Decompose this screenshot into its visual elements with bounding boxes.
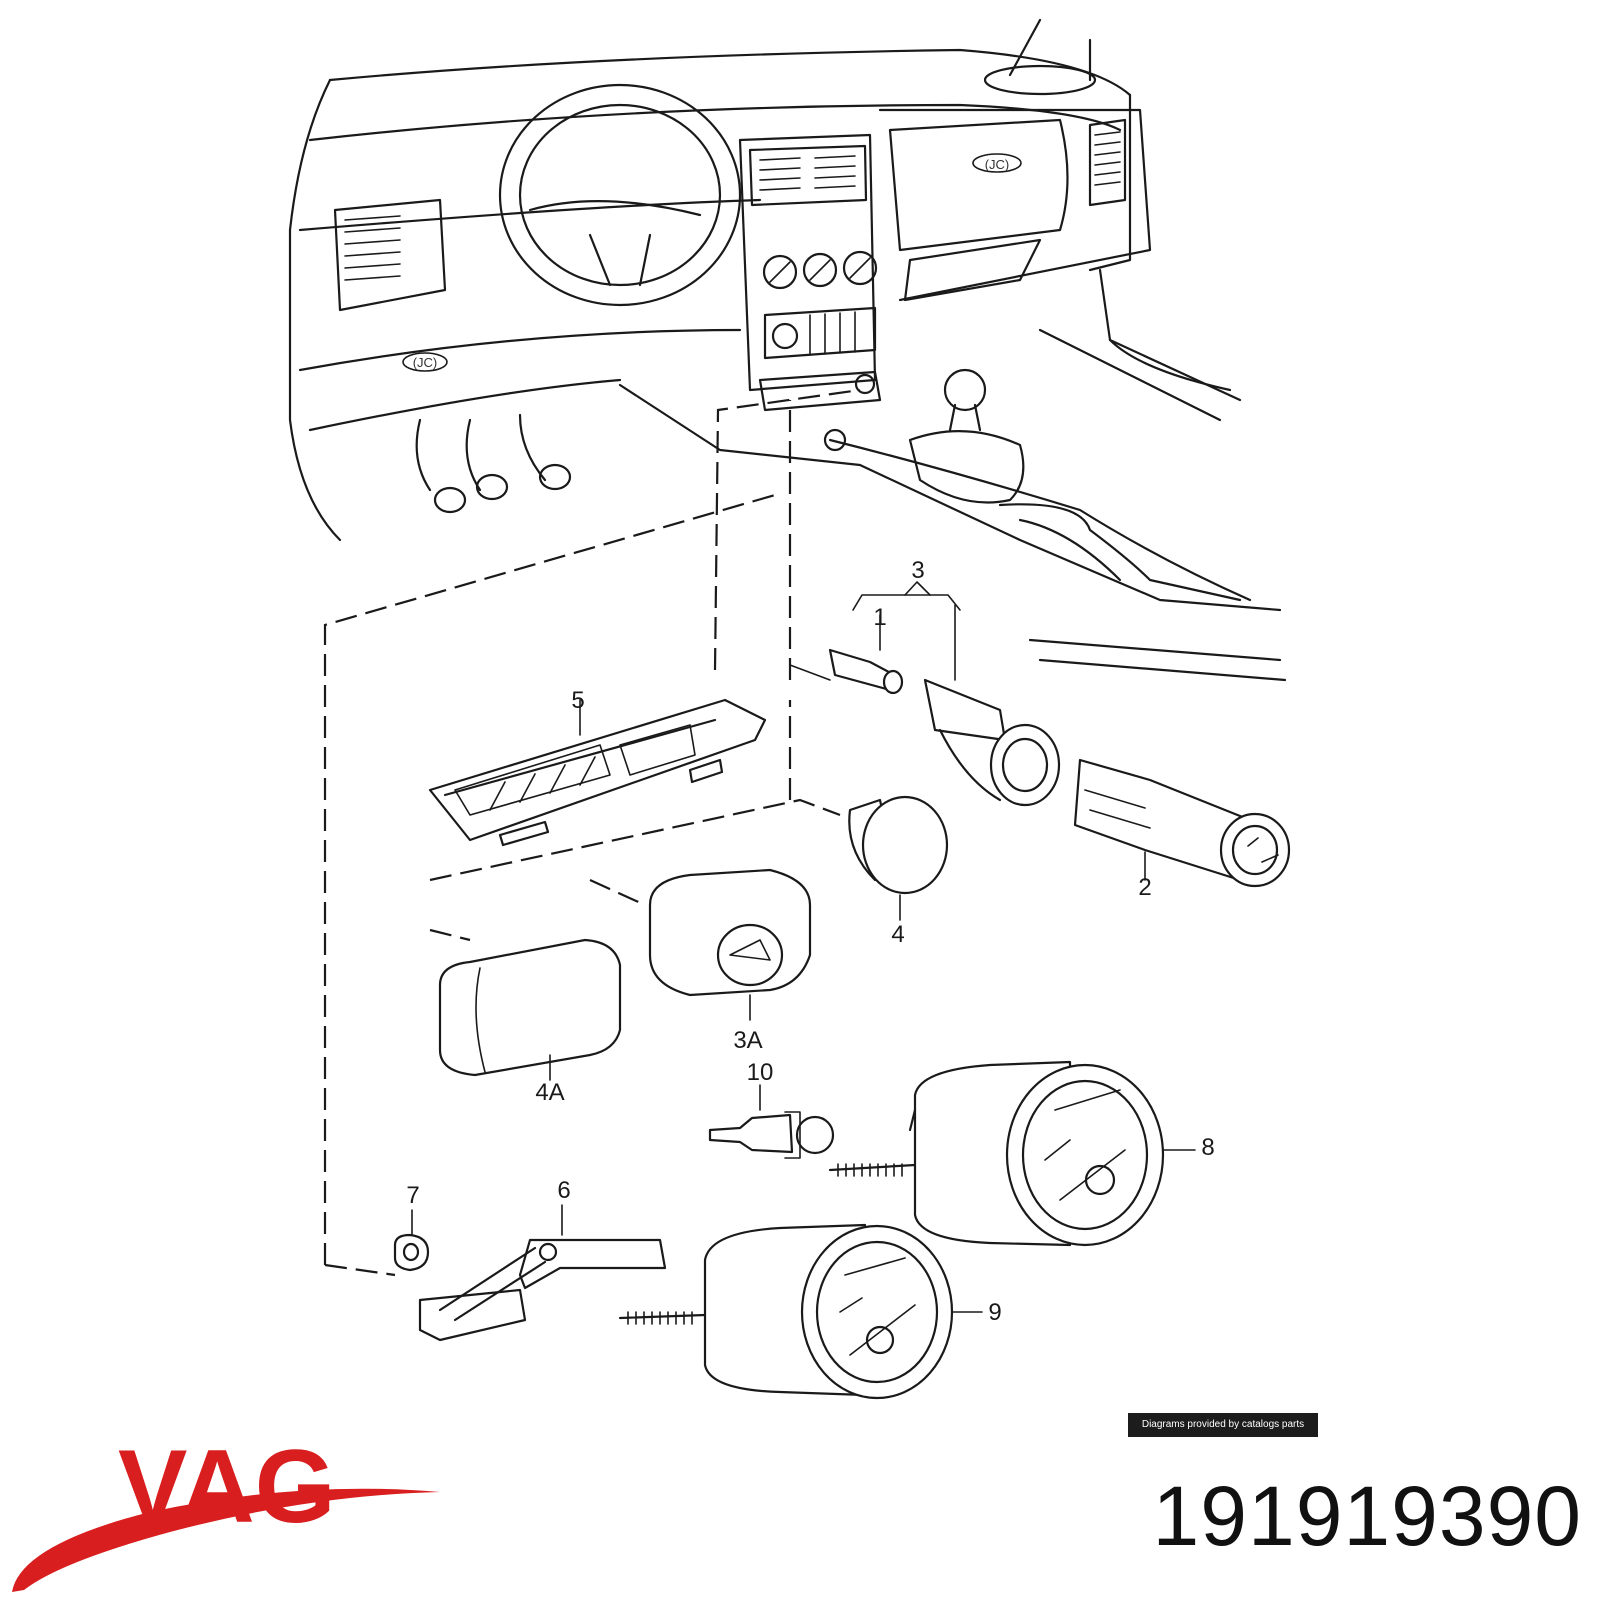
logo-text: VAG <box>118 1440 336 1545</box>
part-number: 191919390 <box>1152 1469 1582 1563</box>
callout-labels: 1 2 3 3A 4 4A 5 6 7 8 9 10 <box>406 557 1214 1326</box>
glovebox-tag: (JC) <box>985 157 1010 172</box>
vag-logo: VAG <box>12 1440 440 1592</box>
part-housing-3a <box>648 868 812 1021</box>
callout-9: 9 <box>988 1299 1001 1326</box>
dashboard-drawing: (JC) (JC) <box>288 18 1287 682</box>
callout-3: 3 <box>911 557 924 584</box>
callout-8: 8 <box>1201 1134 1214 1161</box>
logo-swoosh <box>12 1488 440 1592</box>
credit-badge: Diagrams provided by catalogs parts <box>1128 1413 1318 1437</box>
callout-5: 5 <box>571 687 584 714</box>
dash-tag: (JC) <box>413 355 438 370</box>
callout-7: 7 <box>406 1182 419 1209</box>
part-cap <box>848 795 949 921</box>
part-socket <box>1073 758 1291 888</box>
part-gauge-lower <box>618 1223 983 1400</box>
callout-3a: 3A <box>733 1027 762 1054</box>
callout-6: 6 <box>557 1177 570 1204</box>
part-bracket <box>393 1204 667 1342</box>
callout-4a: 4A <box>535 1079 564 1106</box>
callout-10: 10 <box>747 1059 774 1086</box>
part-bulb <box>708 1084 835 1159</box>
part-cover-4a <box>438 938 622 1081</box>
callout-1: 1 <box>873 604 886 631</box>
part-gauge-upper <box>828 1060 1196 1247</box>
part-lighter-assembly <box>828 581 1061 807</box>
part-ashtray-insert <box>428 698 767 847</box>
leader-lines <box>323 388 861 1277</box>
callout-2: 2 <box>1138 874 1151 901</box>
callout-4: 4 <box>891 921 904 948</box>
